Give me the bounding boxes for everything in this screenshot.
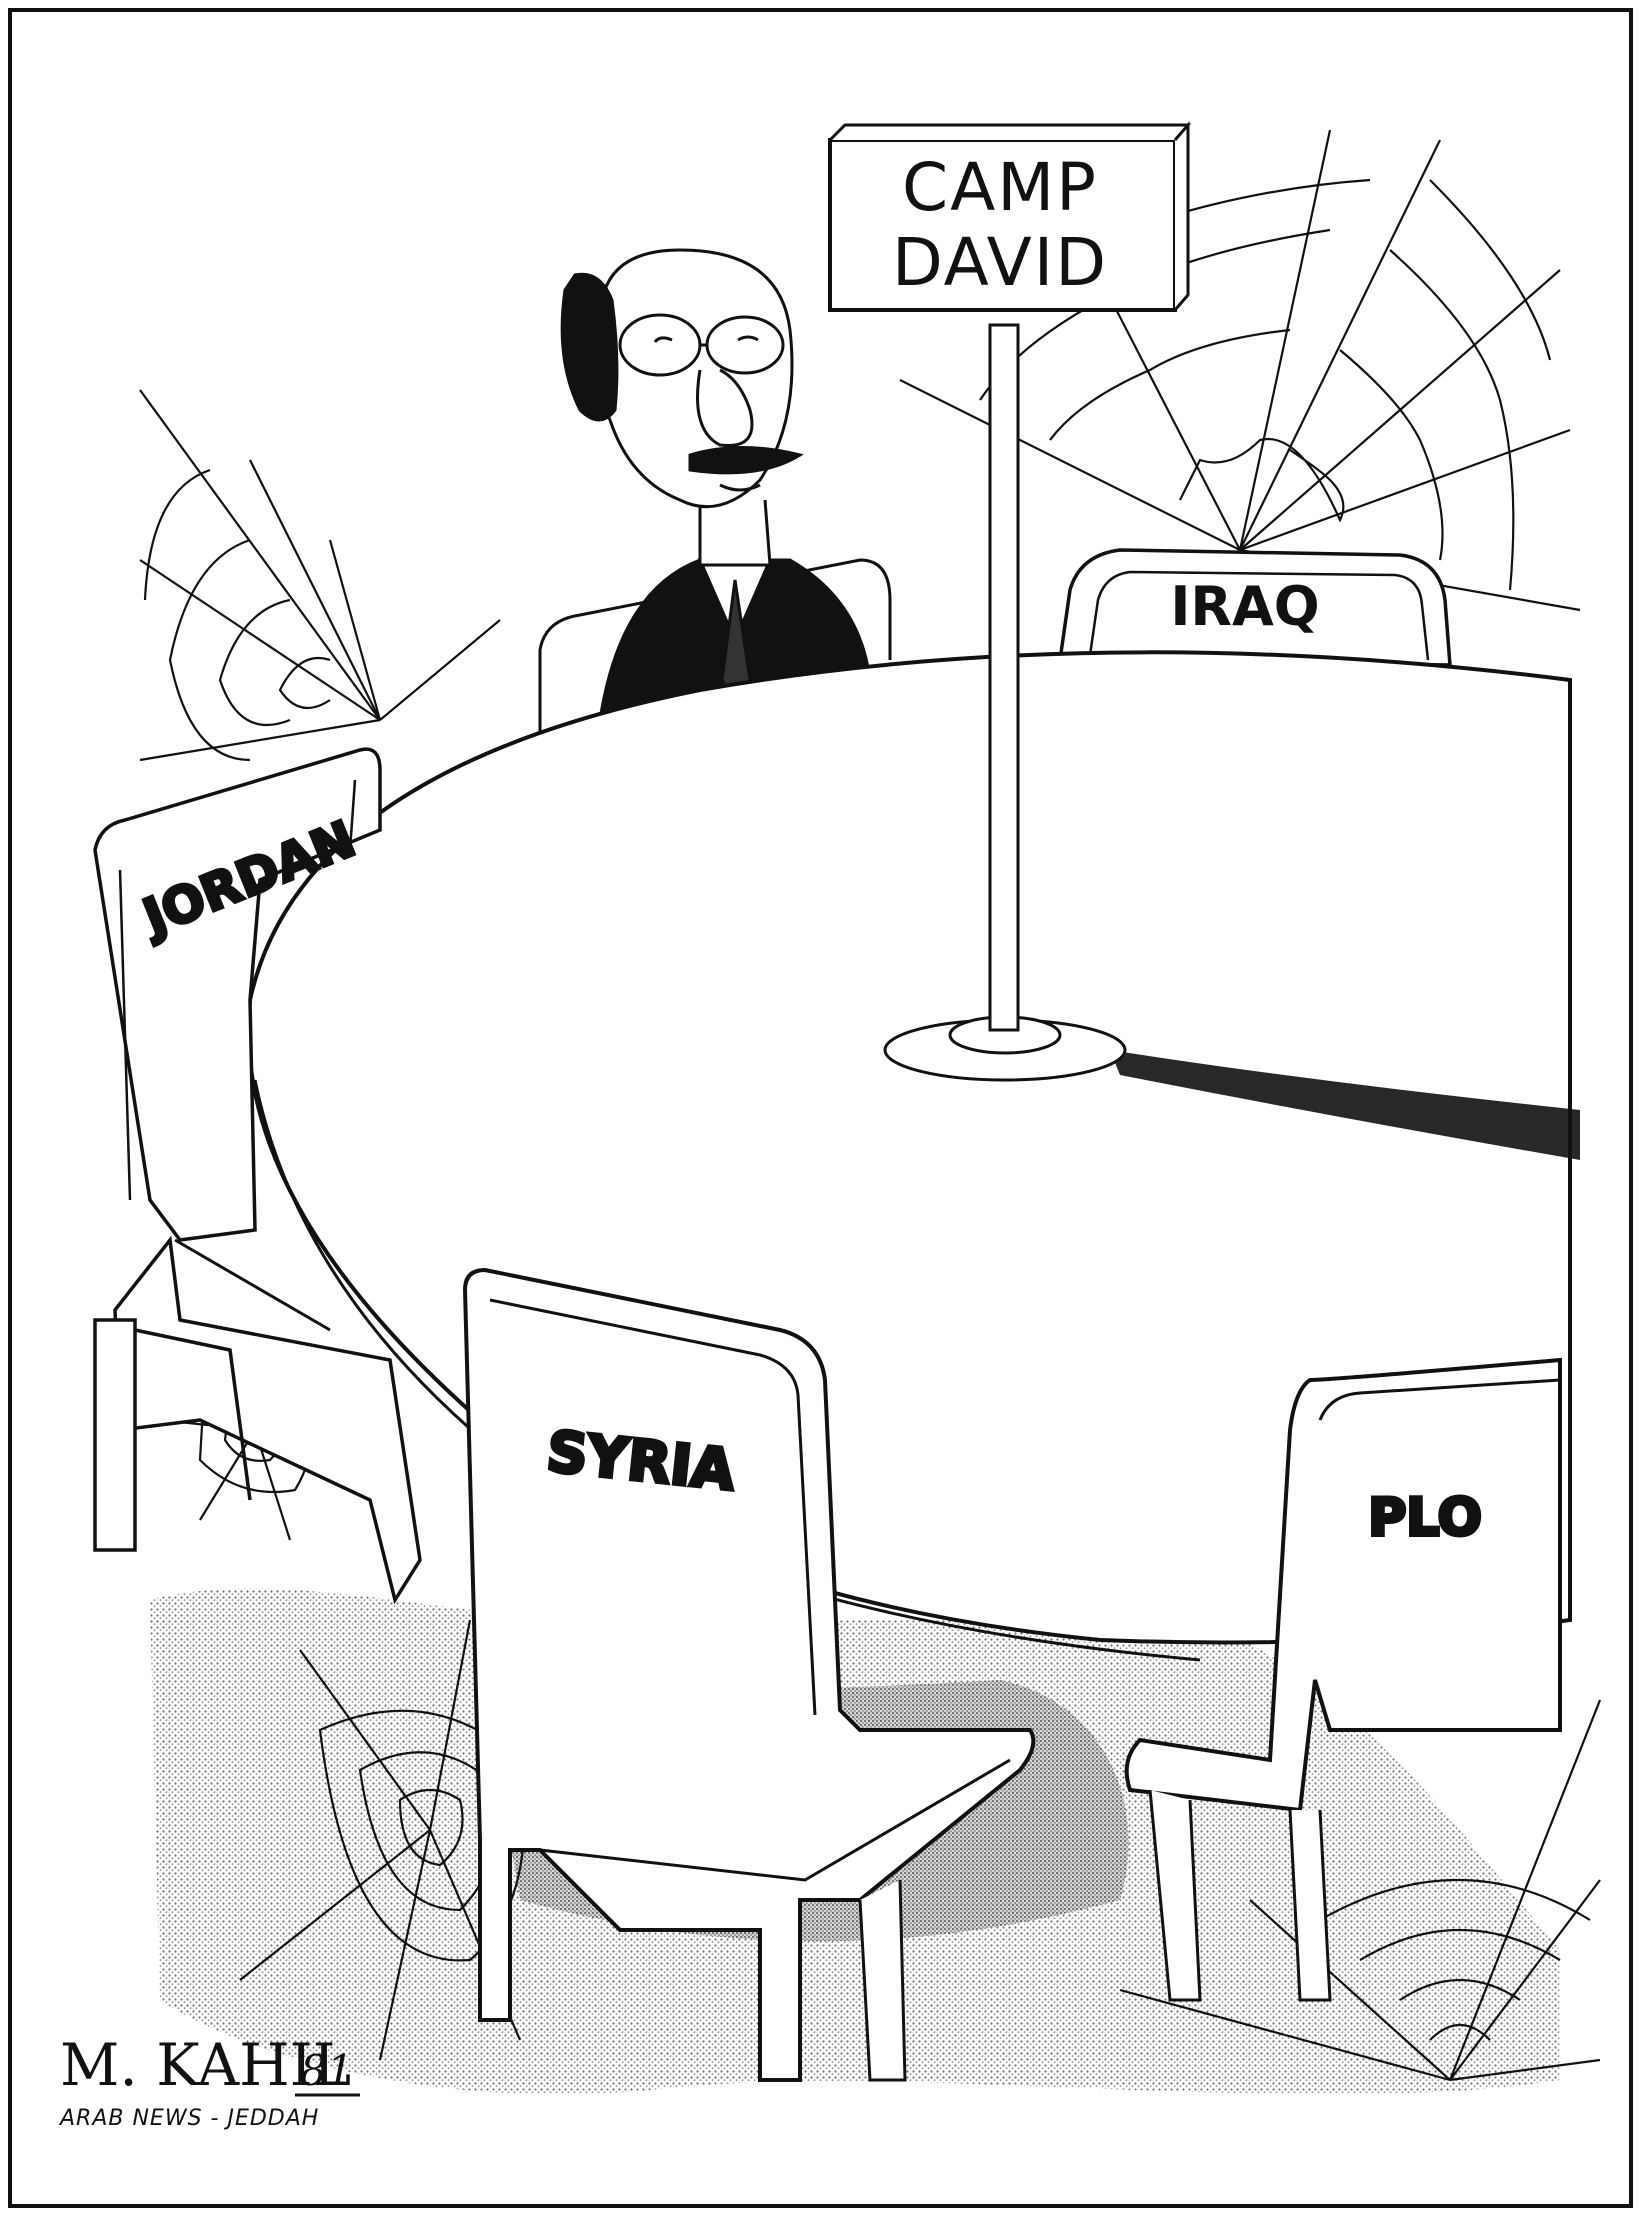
chair-label-plo: PLO	[1368, 1488, 1482, 1548]
chair-syria: SYRIA	[462, 1267, 1036, 2082]
sign-board	[828, 138, 1177, 312]
chair-iraq: IRAQ	[1057, 548, 1452, 667]
signature-publication: ARAB NEWS - JEDDAH	[58, 2106, 319, 2131]
chair-label-iraq: IRAQ	[1170, 575, 1319, 638]
chair-plo: PLO	[1124, 1357, 1562, 2002]
sign-line-1: CAMP	[902, 149, 1098, 226]
artist-signature: M. KAHIL 81 ARAB NEWS - JEDDAH	[58, 2031, 360, 2131]
signature-artist: M. KAHIL	[60, 2031, 351, 2099]
sign-line-2: DAVID	[892, 224, 1108, 301]
camp-david-sign: CAMP DAVID	[828, 120, 1192, 1082]
signature-year: 81	[300, 2046, 353, 2095]
